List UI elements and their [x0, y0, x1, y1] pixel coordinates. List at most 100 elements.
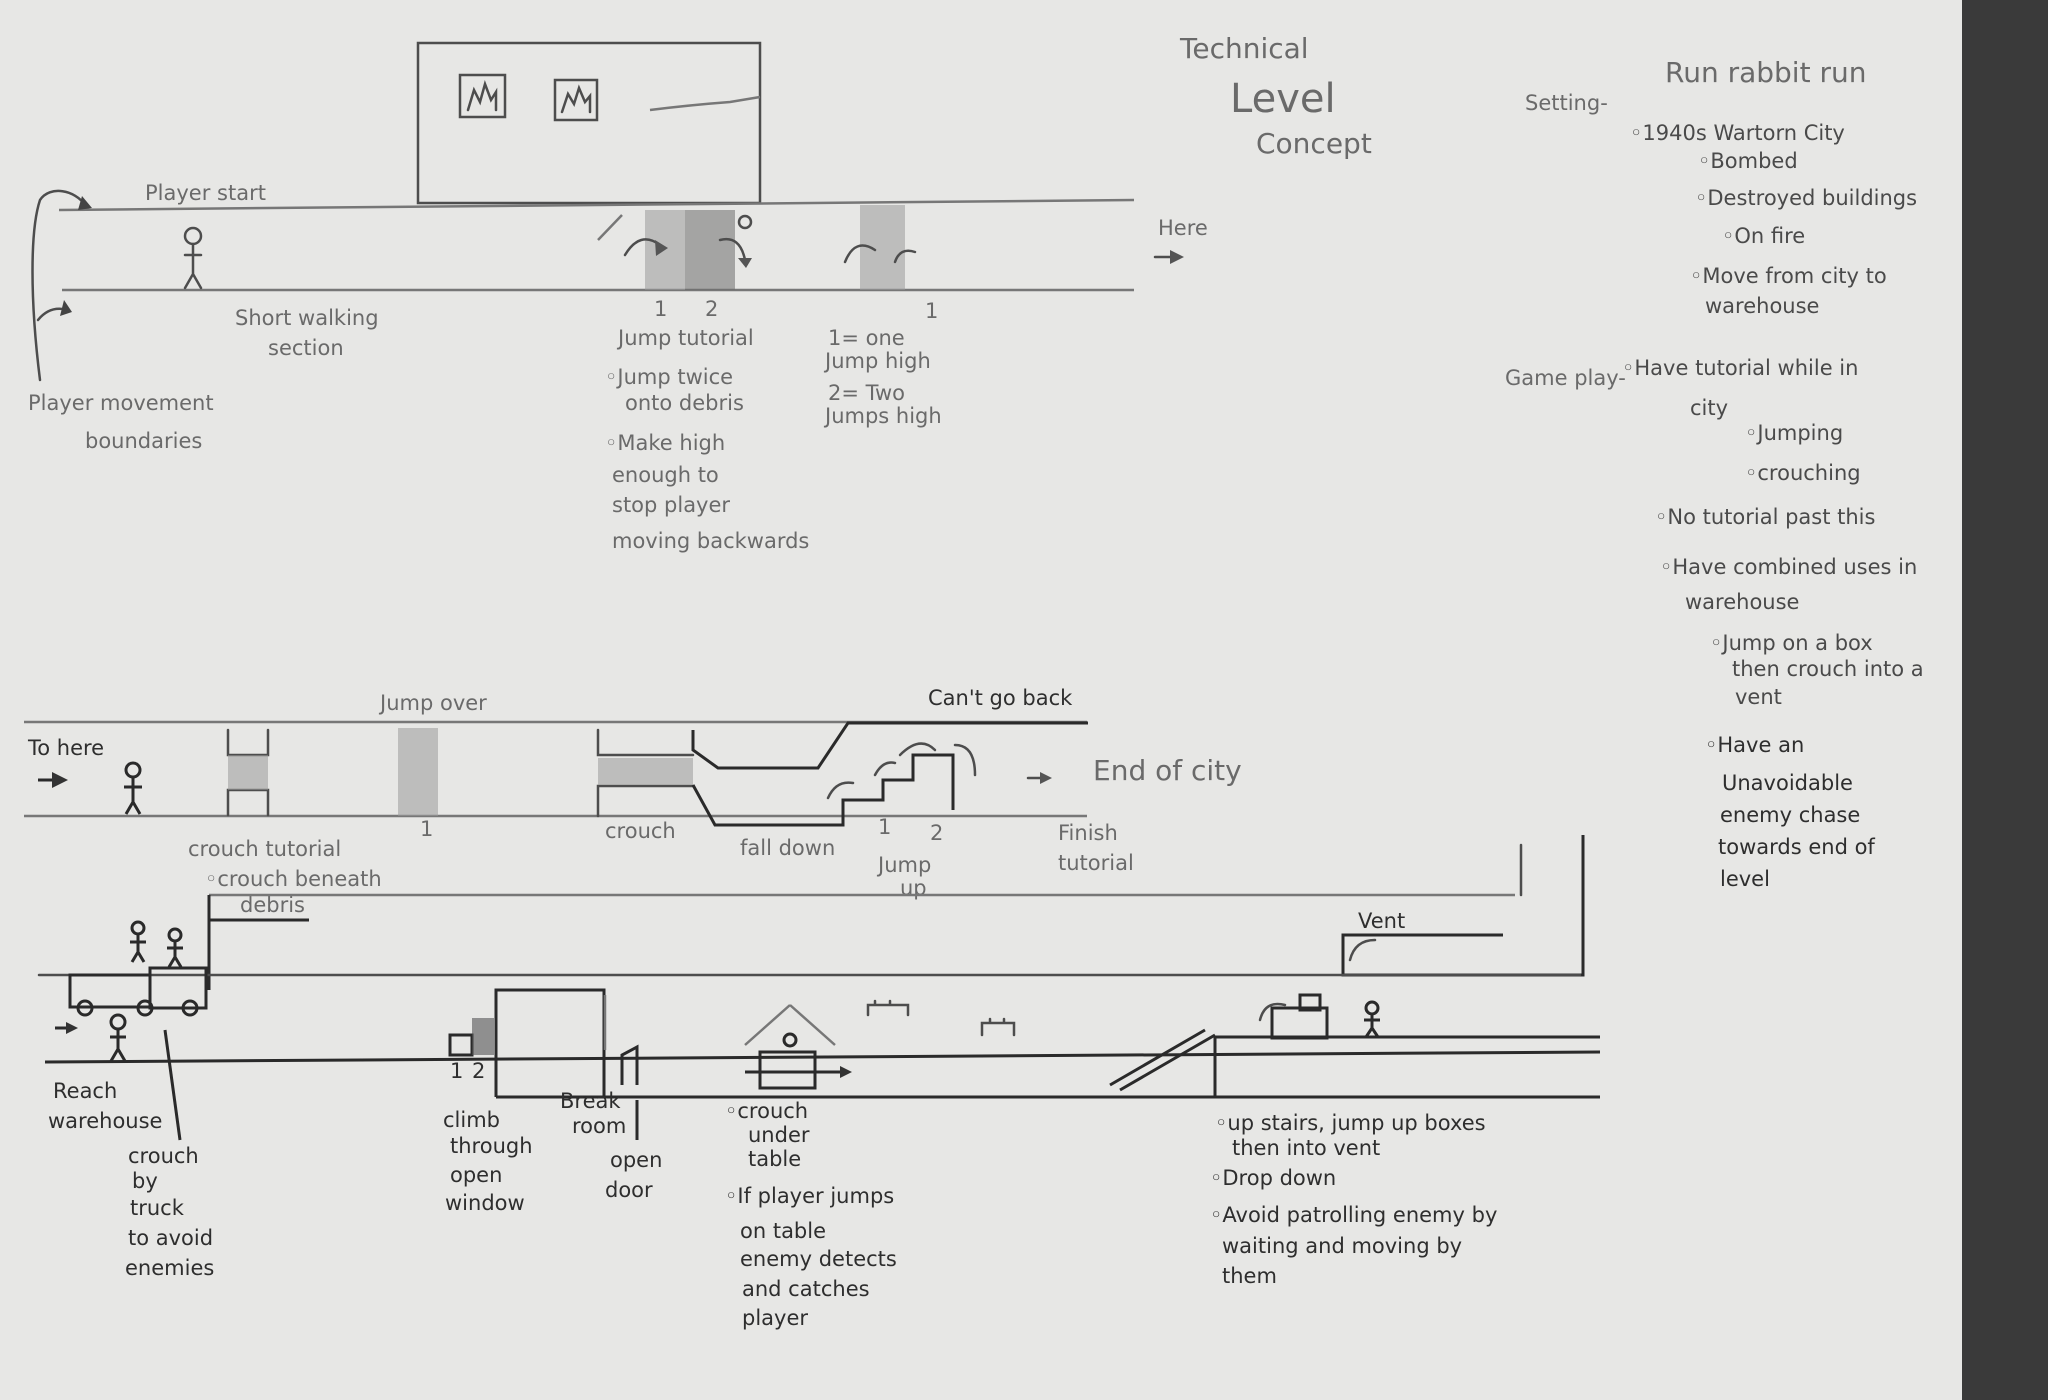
step-number: 2 — [705, 297, 718, 321]
break-room — [494, 988, 606, 1097]
step-number: 2 — [472, 1059, 485, 1083]
player-stick-figure-icon — [109, 1013, 127, 1062]
note-item: vent — [1735, 685, 1782, 709]
enemy-stick-figure-icon — [1364, 1000, 1380, 1038]
arrow-icon — [78, 196, 92, 210]
section-city-end: To here Jump over 1 crouch Can't go back… — [24, 686, 1242, 917]
note-item: warehouse — [1705, 294, 1819, 318]
debris-step-2 — [685, 210, 735, 290]
table-note: on table — [740, 1219, 826, 1243]
note-item: ◦Move from city to — [1690, 264, 1887, 288]
jump-legend: 1= one — [828, 326, 905, 350]
arrow-right-icon — [1170, 250, 1184, 264]
jump-tutorial-label: Jump tutorial — [616, 326, 754, 350]
vent-note: then into vent — [1232, 1136, 1380, 1160]
design-notes: Run rabbit run Setting- ◦1940s Wartorn C… — [1505, 56, 1924, 891]
table-note: enemy detects — [740, 1247, 897, 1271]
jump-up-label: up — [900, 876, 927, 900]
boundary-bracket — [31, 189, 87, 382]
crouch-tutorial-label: crouch tutorial — [188, 837, 341, 861]
end-of-city-label: End of city — [1093, 754, 1242, 787]
note-item: ◦On fire — [1722, 224, 1805, 248]
crouch-debris — [598, 758, 693, 785]
climb-window-note: climb — [443, 1108, 500, 1132]
jump-legend: Jumps high — [823, 404, 942, 428]
arrow-icon — [60, 300, 72, 316]
box-icon — [1298, 993, 1322, 1012]
jump-tutorial-note: onto debris — [625, 391, 744, 415]
boundaries-label: boundaries — [85, 429, 202, 453]
vent-note: ◦Drop down — [1210, 1166, 1336, 1190]
climb-window-note: through — [450, 1134, 533, 1158]
marker-2-icon — [737, 214, 753, 230]
arrow-right-icon — [52, 772, 68, 788]
note-item: towards end of — [1718, 835, 1875, 859]
note-item: city — [1690, 396, 1728, 420]
stairs — [1109, 1028, 1216, 1092]
note-item: warehouse — [1685, 590, 1799, 614]
vent-note: them — [1222, 1264, 1277, 1288]
player-stick-figure-icon — [183, 226, 203, 290]
step-number: 1 — [450, 1059, 463, 1083]
note-item: ◦Have tutorial while in — [1622, 356, 1858, 380]
step-number: 2 — [930, 821, 943, 845]
jump-over-label: Jump over — [378, 691, 487, 715]
table-note: and catches — [742, 1277, 870, 1301]
jump-tutorial-note: moving backwards — [612, 529, 809, 553]
building — [416, 41, 762, 205]
fall-down-label: fall down — [740, 836, 835, 860]
jump-tutorial-note: stop player — [612, 493, 730, 517]
crouch-truck-note: truck — [130, 1196, 185, 1220]
break-room-label: room — [572, 1114, 626, 1138]
climb-window-note: open — [450, 1163, 502, 1187]
crouch-label: crouch — [605, 819, 676, 843]
note-item: then crouch into a — [1732, 657, 1924, 681]
note-item: ◦Have an — [1705, 733, 1804, 757]
table-with-enemy-icon — [744, 1004, 852, 1090]
note-item: ◦Have combined uses in — [1660, 555, 1917, 579]
finish-tutorial-label: Finish — [1058, 821, 1118, 845]
open-door-label: door — [605, 1178, 653, 1202]
table-note: under — [748, 1123, 810, 1147]
cant-go-back-label: Can't go back — [928, 686, 1073, 710]
jump-up-label: Jump — [876, 853, 931, 877]
boundaries-label: Player movement — [28, 391, 214, 415]
title-block: Technical Level Concept — [1179, 32, 1372, 160]
table-note: ◦If player jumps — [725, 1184, 894, 1208]
jump-tutorial-note: ◦Jump twice — [605, 365, 733, 389]
setting-label: Setting- — [1525, 91, 1608, 115]
title-line-2: Level — [1230, 76, 1336, 122]
vent-note: waiting and moving by — [1222, 1234, 1462, 1258]
window-on-fire-icon — [553, 78, 599, 122]
note-item: ◦Bombed — [1698, 149, 1798, 173]
table-note: table — [748, 1147, 801, 1171]
fall-pit-and-steps — [691, 753, 955, 827]
box-icon — [1270, 1006, 1329, 1040]
crouch-tutorial-note: ◦crouch beneath — [205, 867, 382, 891]
short-walking-label: Short walking — [235, 306, 379, 330]
truck-icon — [68, 966, 208, 1017]
jump-over-debris — [398, 728, 438, 816]
note-item: Unavoidable — [1722, 771, 1853, 795]
open-door-label: open — [610, 1148, 662, 1172]
note-item: level — [1720, 867, 1770, 891]
step-number: 1 — [878, 815, 891, 839]
jump-tutorial-note: enough to — [612, 463, 719, 487]
game-title: Run rabbit run — [1665, 56, 1866, 89]
note-item: ◦Destroyed buildings — [1695, 186, 1917, 210]
reach-warehouse-label: warehouse — [48, 1109, 162, 1133]
warehouse-floor — [44, 1050, 1601, 1064]
finish-tutorial-label: tutorial — [1058, 851, 1134, 875]
page-edge — [1962, 0, 2048, 1400]
box-icon — [472, 1018, 494, 1055]
crouch-truck-note: enemies — [125, 1256, 214, 1280]
note-item: ◦Jumping — [1745, 421, 1843, 445]
note-item: ◦No tutorial past this — [1655, 505, 1875, 529]
jump-legend: 2= Two — [828, 381, 905, 405]
crouch-truck-note: crouch — [128, 1144, 199, 1168]
break-room-label: Break — [560, 1089, 621, 1113]
player-start-label: Player start — [145, 181, 266, 205]
table-note: player — [742, 1306, 808, 1330]
